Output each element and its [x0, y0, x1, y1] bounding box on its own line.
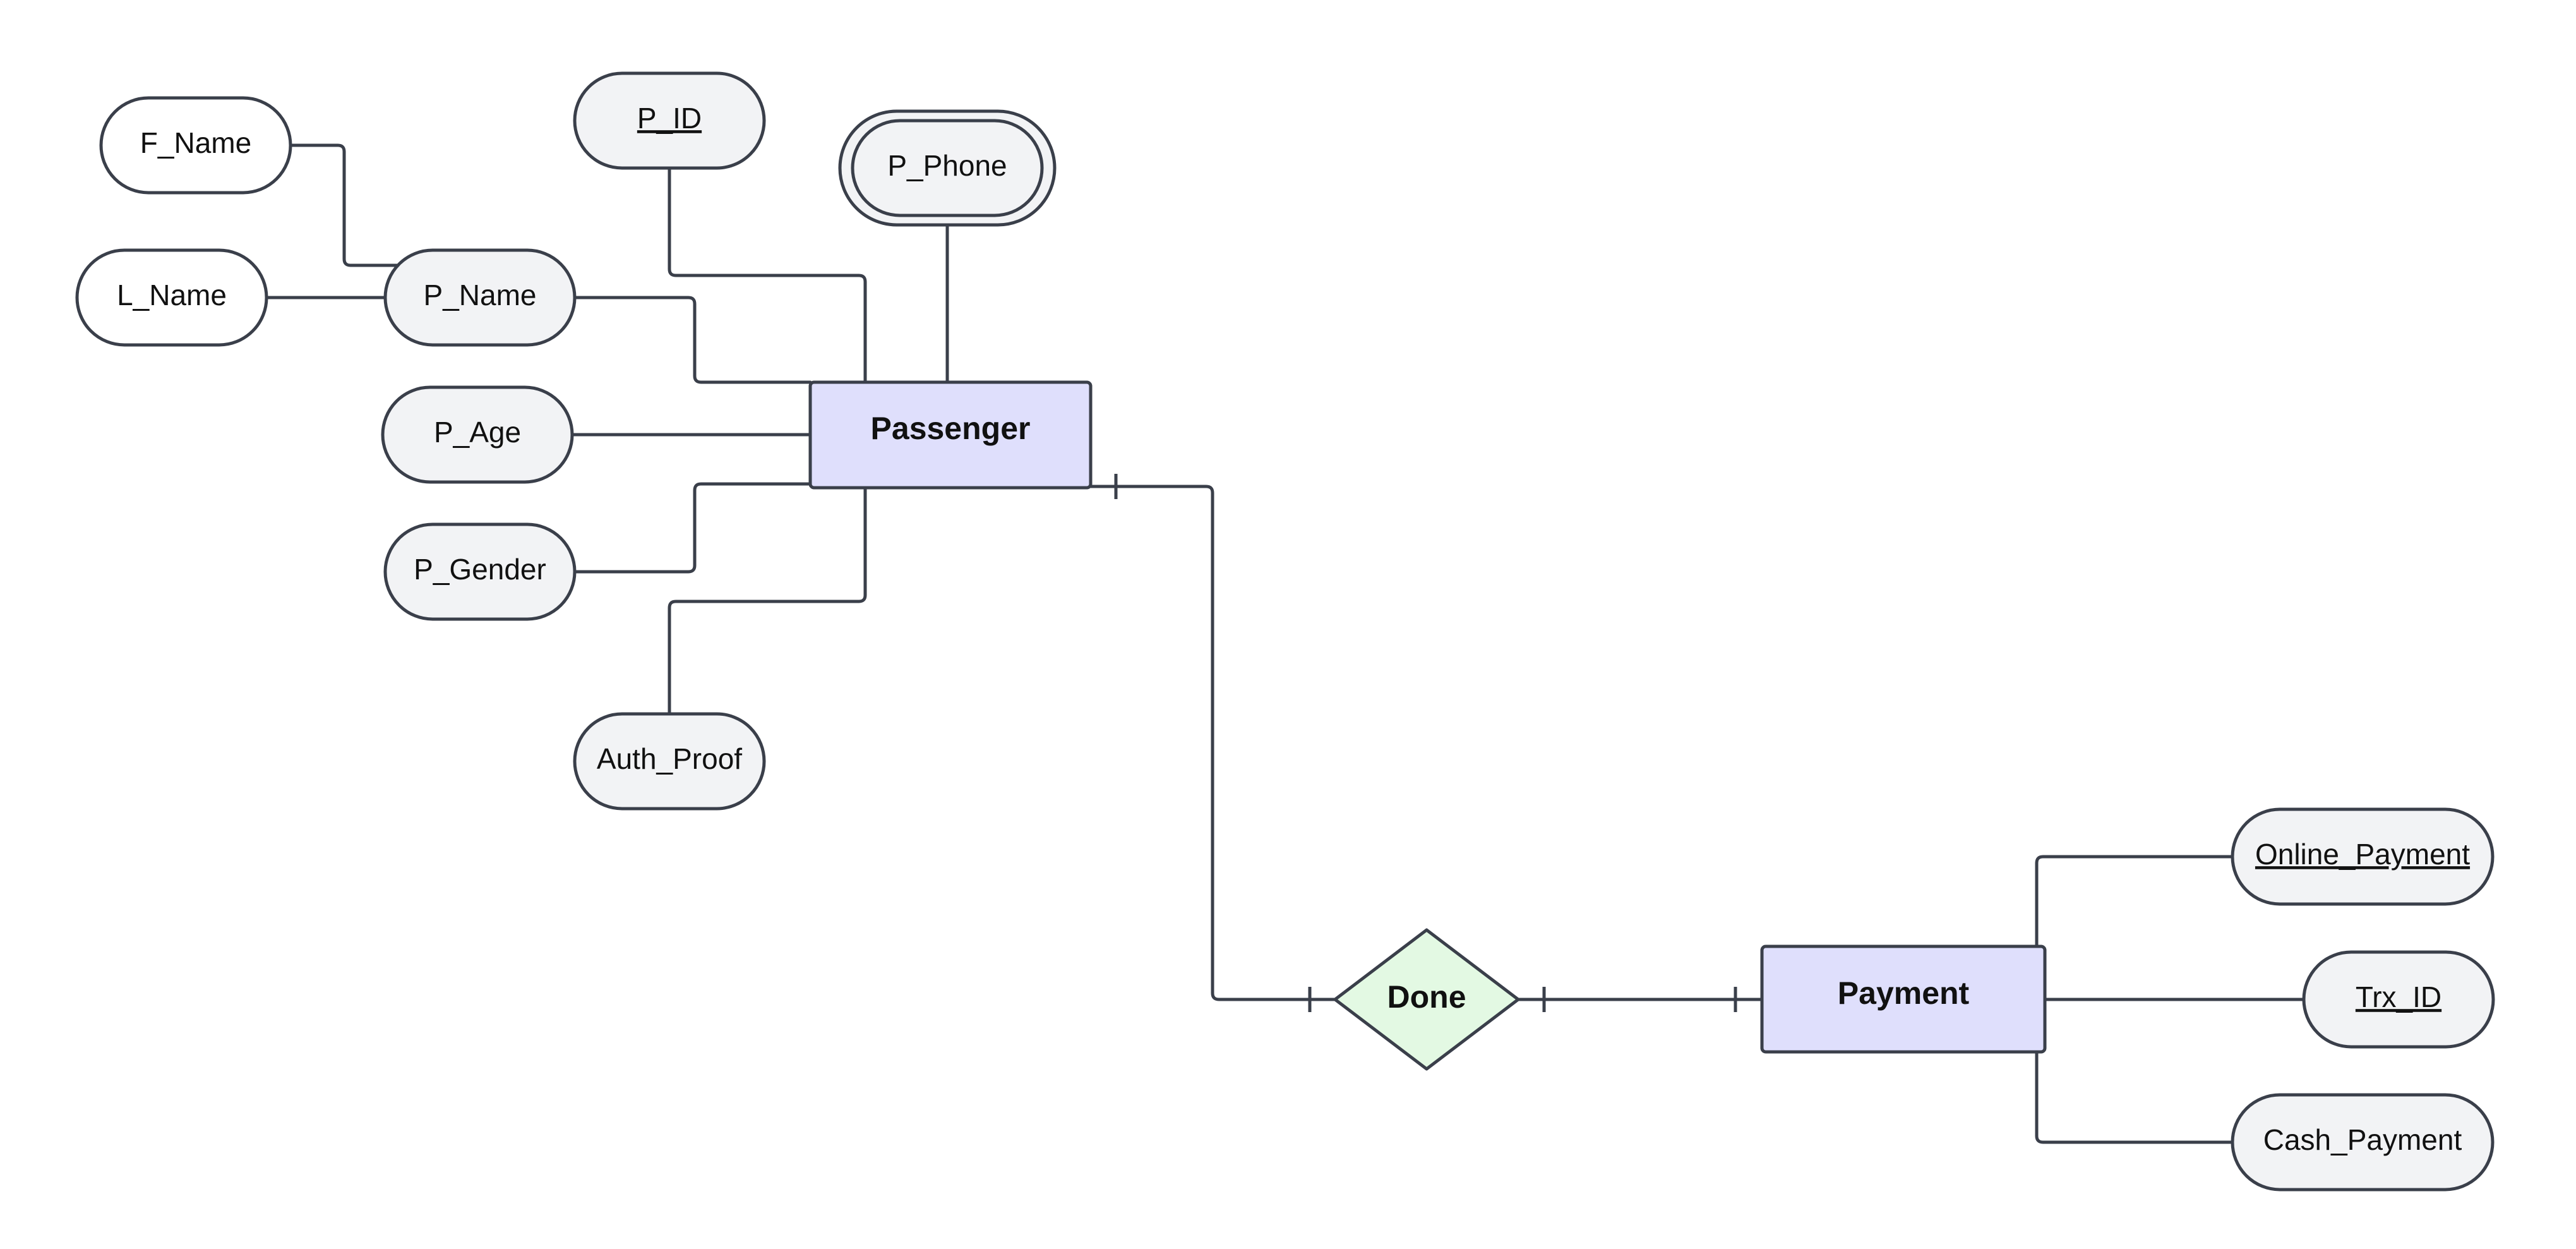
- attribute-p-name-label: P_Name: [424, 279, 537, 311]
- attribute-p-id-label: P_ID: [637, 102, 702, 135]
- attribute-online-payment-label: Online_Payment: [2255, 838, 2470, 871]
- attribute-l-name[interactable]: L_Name: [75, 248, 268, 347]
- connectors: [265, 143, 2306, 1144]
- entity-passenger[interactable]: Passenger: [808, 380, 1093, 490]
- attribute-auth-proof-label: Auth_Proof: [597, 742, 742, 775]
- attribute-p-gender-label: P_Gender: [414, 553, 546, 586]
- relationship-done[interactable]: Done: [1333, 928, 1520, 1071]
- connector-authproof-passenger: [668, 486, 867, 716]
- attribute-p-id[interactable]: P_ID: [573, 71, 766, 170]
- attribute-p-name[interactable]: P_Name: [383, 248, 577, 347]
- entity-passenger-label: Passenger: [871, 411, 1031, 446]
- attribute-online-payment[interactable]: Online_Payment: [2231, 807, 2495, 906]
- attribute-cash-payment[interactable]: Cash_Payment: [2231, 1093, 2495, 1192]
- attribute-p-age-label: P_Age: [434, 416, 521, 449]
- attribute-p-phone-multivalued[interactable]: P_Phone: [838, 109, 1057, 227]
- relationship-done-label: Done: [1387, 979, 1466, 1015]
- connector-pgender-passenger: [573, 482, 812, 574]
- connector-fname-pname: [290, 143, 400, 267]
- attribute-p-age[interactable]: P_Age: [381, 385, 574, 484]
- connector-pname-passenger: [573, 296, 812, 384]
- attribute-trx-id[interactable]: Trx_ID: [2302, 950, 2495, 1049]
- attribute-p-phone-label: P_Phone: [887, 149, 1007, 182]
- attribute-cash-payment-label: Cash_Payment: [2263, 1123, 2462, 1156]
- connector-pid-passenger: [668, 166, 867, 384]
- cardinality-marks: [1114, 474, 1737, 1012]
- attribute-p-gender[interactable]: P_Gender: [383, 522, 577, 621]
- attribute-l-name-label: L_Name: [117, 279, 227, 311]
- attribute-f-name[interactable]: F_Name: [99, 96, 292, 195]
- connector-passenger-done: [1089, 485, 1337, 1001]
- entity-payment-label: Payment: [1838, 975, 1970, 1011]
- attribute-f-name-label: F_Name: [140, 126, 251, 159]
- connector-payment-online: [2035, 855, 2234, 950]
- connector-payment-cash: [2035, 1050, 2234, 1144]
- attribute-trx-id-label: Trx_ID: [2356, 980, 2441, 1013]
- entity-payment[interactable]: Payment: [1760, 944, 2047, 1054]
- attribute-auth-proof[interactable]: Auth_Proof: [573, 712, 766, 811]
